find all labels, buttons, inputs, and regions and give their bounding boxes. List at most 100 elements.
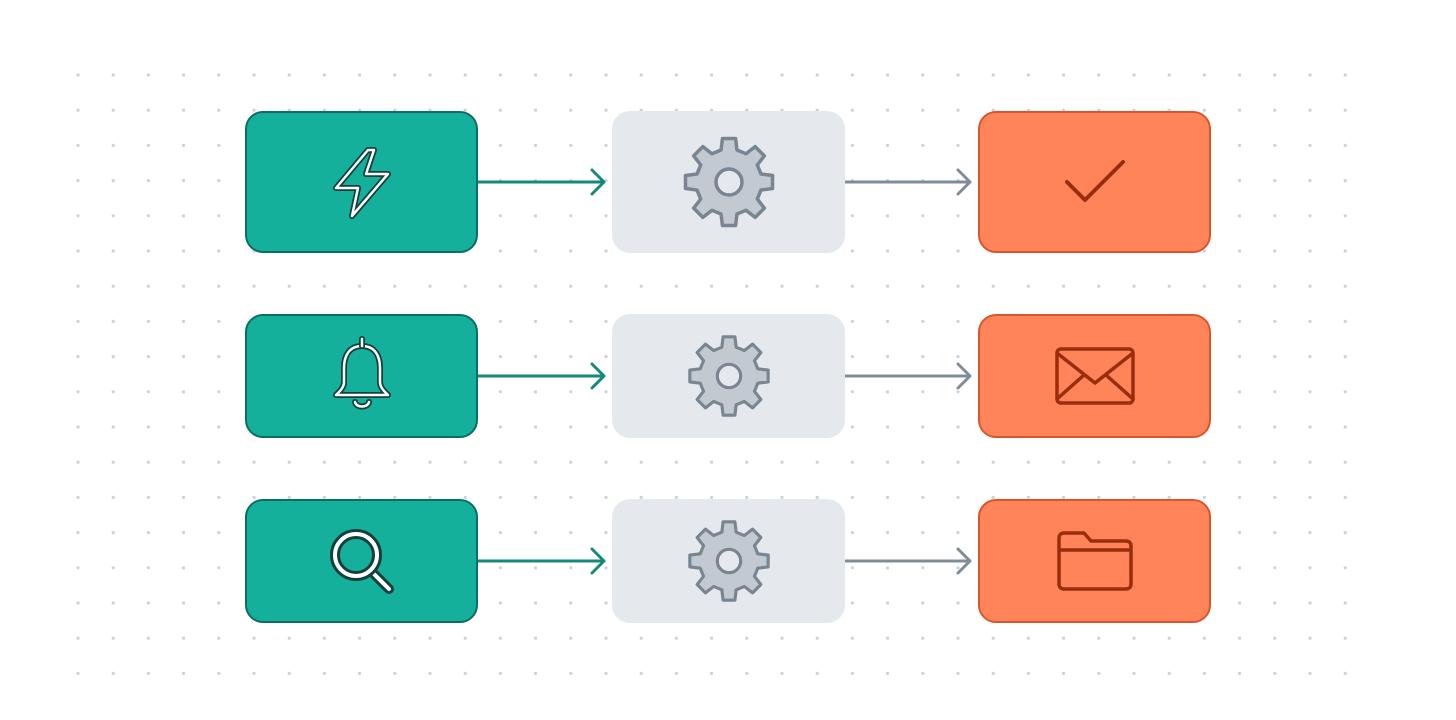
grid-dot bbox=[1273, 601, 1277, 605]
process-node-1[interactable] bbox=[612, 111, 845, 253]
grid-dot bbox=[463, 460, 467, 464]
grid-dot bbox=[393, 460, 397, 464]
grid-dot bbox=[111, 531, 115, 535]
grid-dot bbox=[534, 390, 538, 394]
grid-dot bbox=[886, 601, 890, 605]
grid-dot bbox=[991, 495, 995, 499]
grid-dot bbox=[569, 390, 573, 394]
grid-dot bbox=[886, 284, 890, 288]
grid-dot bbox=[146, 108, 150, 112]
action-node-envelope[interactable] bbox=[978, 314, 1211, 438]
grid-dot bbox=[886, 214, 890, 218]
grid-dot bbox=[956, 73, 960, 77]
grid-dot bbox=[76, 636, 80, 640]
grid-dot bbox=[569, 566, 573, 570]
grid-dot bbox=[428, 284, 432, 288]
grid-dot bbox=[76, 390, 80, 394]
grid-dot bbox=[1132, 108, 1136, 112]
grid-dot bbox=[182, 566, 186, 570]
grid-dot bbox=[252, 108, 256, 112]
grid-dot bbox=[745, 495, 749, 499]
grid-dot bbox=[534, 495, 538, 499]
trigger-node-search[interactable] bbox=[245, 499, 478, 623]
grid-dot bbox=[217, 73, 221, 77]
grid-dot bbox=[1026, 671, 1030, 676]
grid-dot bbox=[569, 355, 573, 359]
grid-dot bbox=[1343, 671, 1347, 676]
grid-dot bbox=[146, 73, 150, 77]
grid-dot bbox=[1097, 460, 1101, 464]
grid-dot bbox=[921, 495, 925, 499]
grid-dot bbox=[1343, 636, 1347, 640]
grid-dot bbox=[1167, 73, 1171, 77]
grid-dot bbox=[710, 108, 714, 112]
grid-dot bbox=[1097, 495, 1101, 499]
grid-dot bbox=[1167, 495, 1171, 499]
grid-dot bbox=[146, 495, 150, 499]
grid-dot bbox=[287, 73, 291, 77]
grid-dot bbox=[745, 108, 749, 112]
grid-dot bbox=[921, 636, 925, 640]
grid-dot bbox=[217, 601, 221, 605]
grid-dot bbox=[569, 425, 573, 429]
grid-dot bbox=[111, 636, 115, 640]
process-node-2[interactable] bbox=[612, 314, 845, 438]
grid-dot bbox=[393, 73, 397, 77]
process-node-3[interactable] bbox=[612, 499, 845, 623]
grid-dot bbox=[252, 284, 256, 288]
grid-dot bbox=[358, 284, 362, 288]
grid-dot bbox=[1132, 460, 1136, 464]
grid-dot bbox=[111, 460, 115, 464]
grid-dot bbox=[921, 143, 925, 147]
grid-dot bbox=[1238, 425, 1242, 429]
grid-dot bbox=[956, 108, 960, 112]
trigger-node-lightning[interactable] bbox=[245, 111, 478, 253]
grid-dot bbox=[674, 495, 679, 499]
grid-dot bbox=[534, 214, 538, 218]
grid-dot bbox=[498, 319, 502, 323]
grid-dot bbox=[1062, 671, 1066, 676]
grid-dot bbox=[780, 284, 784, 288]
grid-dot bbox=[780, 636, 784, 640]
grid-dot bbox=[886, 143, 890, 147]
grid-dot bbox=[780, 73, 784, 77]
grid-dot bbox=[850, 143, 855, 147]
grid-dot bbox=[322, 108, 326, 112]
grid-dot bbox=[1273, 531, 1277, 535]
grid-dot bbox=[1238, 355, 1242, 359]
grid-dot bbox=[534, 671, 538, 676]
grid-dot bbox=[1308, 319, 1312, 323]
grid-dot bbox=[1273, 636, 1277, 640]
action-node-folder[interactable] bbox=[978, 499, 1211, 623]
grid-dot bbox=[217, 355, 221, 359]
grid-dot bbox=[921, 460, 925, 464]
grid-dot bbox=[850, 284, 855, 288]
grid-dot bbox=[850, 355, 855, 359]
grid-dot bbox=[217, 460, 221, 464]
grid-dot bbox=[886, 355, 890, 359]
arrow-trigger-to-process-2 bbox=[478, 362, 606, 390]
grid-dot bbox=[1273, 671, 1277, 676]
grid-dot bbox=[217, 531, 221, 535]
grid-dot bbox=[182, 143, 186, 147]
grid-dot bbox=[850, 390, 855, 394]
grid-dot bbox=[850, 531, 855, 535]
grid-dot bbox=[498, 495, 502, 499]
grid-dot bbox=[710, 671, 714, 676]
grid-dot bbox=[182, 249, 186, 253]
grid-dot bbox=[217, 319, 221, 323]
grid-dot bbox=[534, 143, 538, 147]
grid-dot bbox=[1238, 566, 1242, 570]
grid-dot bbox=[76, 601, 80, 605]
grid-dot bbox=[146, 179, 150, 183]
grid-dot bbox=[1273, 108, 1277, 112]
action-node-checkmark[interactable] bbox=[978, 111, 1211, 253]
grid-dot bbox=[1202, 108, 1206, 112]
grid-dot bbox=[146, 390, 150, 394]
grid-dot bbox=[358, 108, 362, 112]
grid-dot bbox=[1238, 531, 1242, 535]
grid-dot bbox=[534, 460, 538, 464]
trigger-node-bell[interactable] bbox=[245, 314, 478, 438]
grid-dot bbox=[956, 214, 960, 218]
grid-dot bbox=[1238, 671, 1242, 676]
